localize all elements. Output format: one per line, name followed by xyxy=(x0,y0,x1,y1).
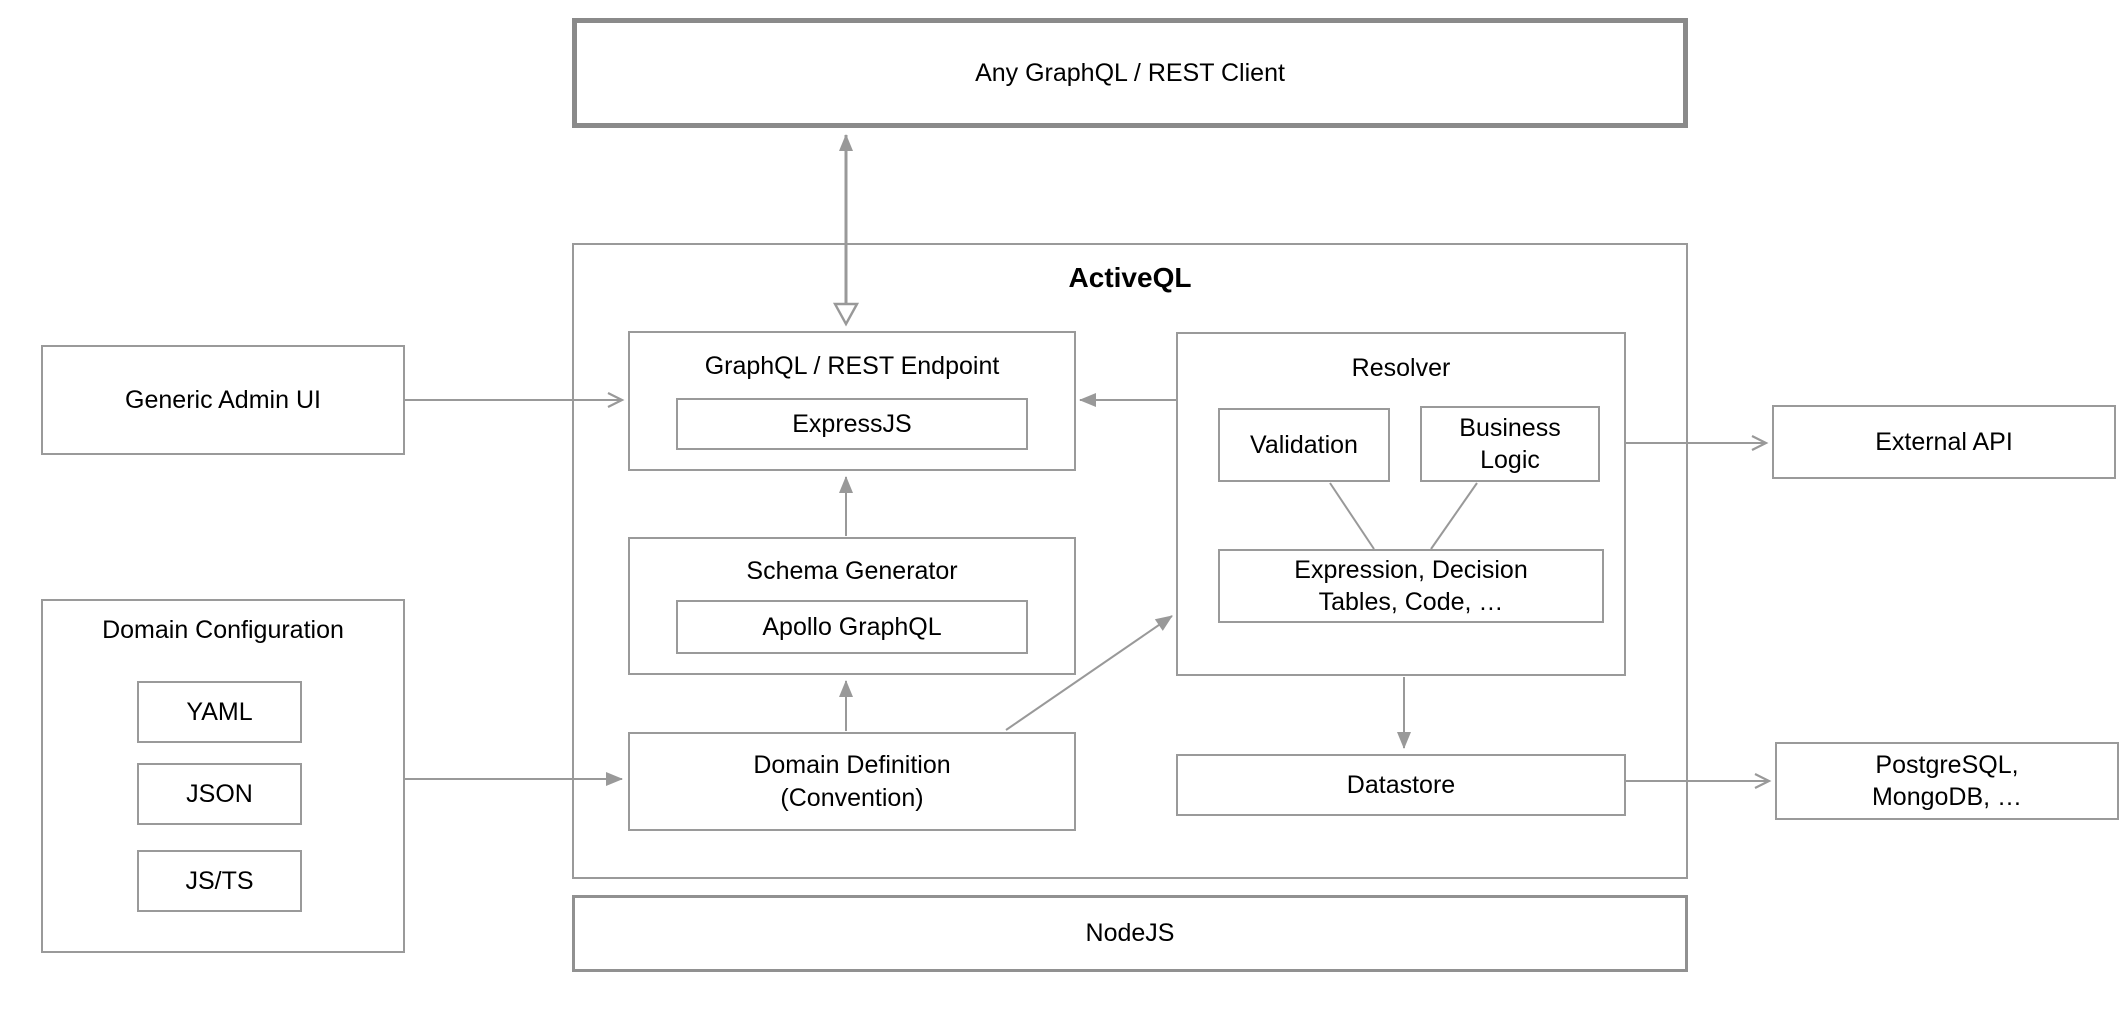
business-logic-line2: Logic xyxy=(1480,446,1540,474)
datastore-box: Datastore xyxy=(1176,754,1626,816)
apollo-graphql-label: Apollo GraphQL xyxy=(762,612,942,641)
expression-box: Expression, Decision Tables, Code, … xyxy=(1218,549,1604,623)
validation-box: Validation xyxy=(1218,408,1390,482)
resolver-label: Resolver xyxy=(1351,354,1451,382)
yaml-box: YAML xyxy=(137,681,302,743)
domain-definition-line1: Domain Definition xyxy=(753,751,951,779)
expressjs-box: ExpressJS xyxy=(676,398,1028,450)
databases-line1: PostgreSQL, xyxy=(1875,750,2019,779)
activeql-label: ActiveQL xyxy=(1068,262,1192,293)
business-logic-box: Business Logic xyxy=(1420,406,1600,482)
json-label: JSON xyxy=(186,779,253,808)
domain-configuration-label: Domain Configuration xyxy=(102,616,344,644)
external-api-label: External API xyxy=(1875,427,2013,456)
endpoint-label: GraphQL / REST Endpoint xyxy=(704,352,1000,380)
domain-definition-box: Domain Definition (Convention) xyxy=(628,732,1076,831)
datastore-label: Datastore xyxy=(1346,770,1456,799)
client-box: Any GraphQL / REST Client xyxy=(572,18,1688,128)
databases-line2: MongoDB, … xyxy=(1871,783,2023,811)
jsts-label: JS/TS xyxy=(185,866,254,895)
databases-box: PostgreSQL, MongoDB, … xyxy=(1775,742,2119,820)
apollo-graphql-box: Apollo GraphQL xyxy=(676,600,1028,654)
generic-admin-ui-label: Generic Admin UI xyxy=(125,385,321,414)
nodejs-label: NodeJS xyxy=(1085,919,1175,948)
business-logic-line1: Business xyxy=(1459,413,1561,442)
client-label: Any GraphQL / REST Client xyxy=(975,58,1285,87)
schema-generator-label: Schema Generator xyxy=(746,557,958,585)
expressjs-label: ExpressJS xyxy=(792,409,912,438)
json-box: JSON xyxy=(137,763,302,825)
nodejs-box: NodeJS xyxy=(572,895,1688,972)
domain-definition-line2: (Convention) xyxy=(780,783,924,812)
external-api-box: External API xyxy=(1772,405,2116,479)
expression-line2: Tables, Code, … xyxy=(1318,588,1504,616)
expression-line1: Expression, Decision xyxy=(1294,555,1528,584)
resolver-box: Resolver xyxy=(1176,332,1626,676)
yaml-label: YAML xyxy=(186,697,253,726)
jsts-box: JS/TS xyxy=(137,850,302,912)
generic-admin-ui-box: Generic Admin UI xyxy=(41,345,405,455)
validation-label: Validation xyxy=(1250,430,1358,459)
